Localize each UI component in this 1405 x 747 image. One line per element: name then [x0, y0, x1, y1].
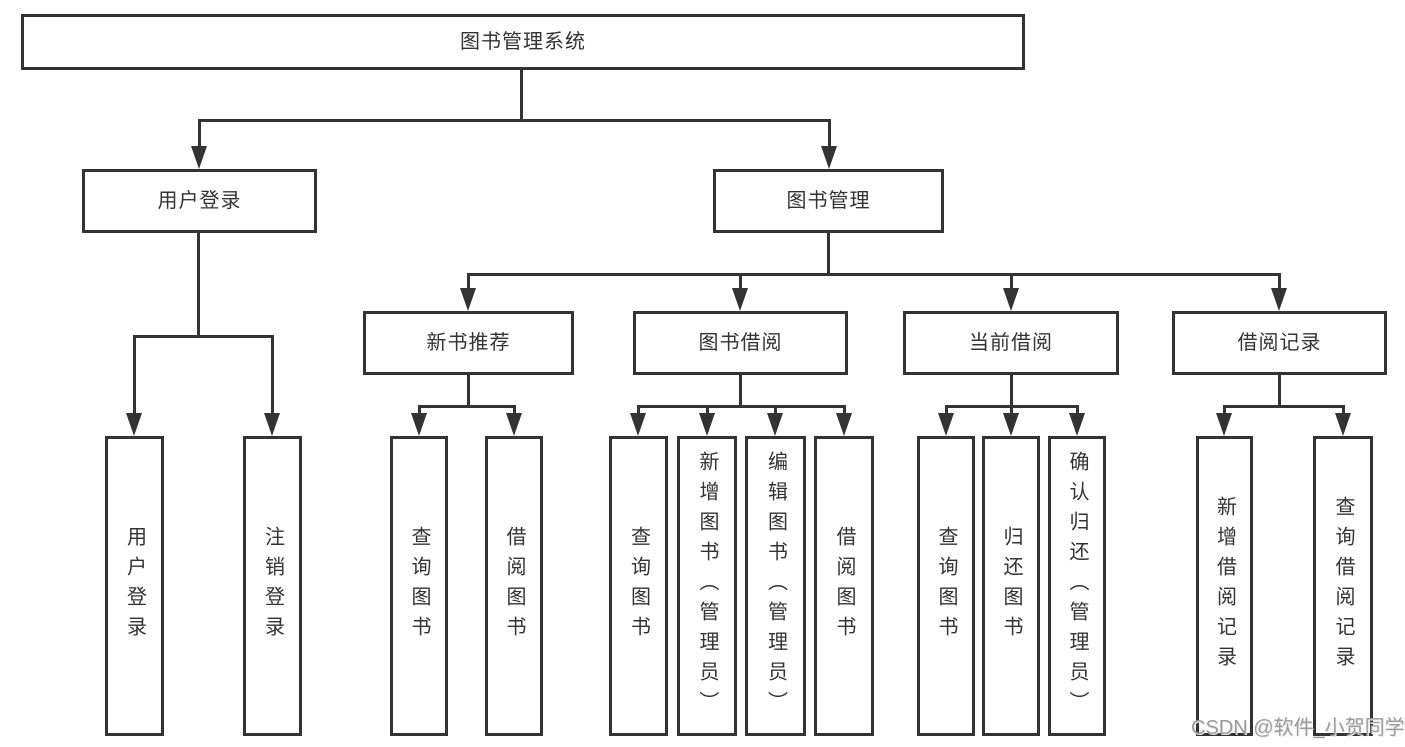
leaf-add-borrow-record: 新增借阅记录: [1196, 436, 1253, 736]
connector-drop: [467, 273, 470, 290]
node-label: 借阅图书: [833, 526, 855, 646]
arrow-down: [1216, 413, 1232, 436]
connector-drop: [774, 405, 777, 415]
connector-bar: [637, 405, 845, 408]
connector-stem: [739, 375, 742, 407]
connector-bar: [418, 405, 515, 408]
node-new-book-recommend: 新书推荐: [363, 311, 574, 375]
leaf-borrow-books-2: 借阅图书: [814, 436, 874, 736]
connector-drop: [1342, 405, 1345, 415]
leaf-query-books-1: 查询图书: [390, 436, 448, 736]
node-label: 图书管理: [786, 190, 871, 212]
connector-drop: [945, 405, 948, 415]
leaf-confirm-return-admin: 确认归还（管理员）: [1048, 436, 1106, 736]
arrow-down: [767, 413, 783, 436]
connector-drop: [637, 405, 640, 415]
arrow-down: [1003, 413, 1019, 436]
connector-stem: [520, 70, 523, 121]
connector-drop: [133, 335, 136, 415]
connector-drop: [1076, 405, 1079, 415]
leaf-query-books-2: 查询图书: [609, 436, 668, 736]
node-label: 图书管理系统: [460, 31, 586, 53]
connector-drop: [1278, 273, 1281, 290]
connector-drop: [1010, 405, 1013, 415]
arrow-down: [1335, 413, 1351, 436]
leaf-borrow-books-1: 借阅图书: [485, 436, 543, 736]
node-current-borrowing: 当前借阅: [903, 311, 1119, 375]
node-label: 借阅图书: [503, 526, 525, 646]
node-label: 用户登录: [123, 526, 146, 646]
arrow-down: [1069, 413, 1085, 436]
connector-drop: [271, 335, 274, 415]
arrow-down: [506, 413, 522, 436]
node-label: 新书推荐: [426, 332, 511, 354]
connector-drop: [706, 405, 709, 415]
arrow-down: [836, 413, 852, 436]
node-label: 新增图书（管理员）: [696, 451, 718, 721]
arrow-down: [630, 413, 646, 436]
leaf-query-borrow-record: 查询借阅记录: [1313, 436, 1373, 736]
leaf-edit-books-admin: 编辑图书（管理员）: [745, 436, 806, 736]
node-label: 新增借阅记录: [1213, 496, 1236, 676]
connector-stem: [1278, 375, 1281, 407]
node-book-management: 图书管理: [713, 169, 944, 233]
arrow-down: [126, 413, 142, 436]
node-label: 编辑图书（管理员）: [764, 451, 787, 721]
node-label: 借阅记录: [1237, 332, 1322, 354]
node-label: 当前借阅: [969, 332, 1053, 354]
node-label: 用户登录: [157, 190, 242, 212]
leaf-return-books: 归还图书: [982, 436, 1040, 736]
leaf-user-login: 用户登录: [105, 436, 164, 736]
node-label: 图书借阅: [698, 332, 783, 354]
arrow-down: [732, 288, 748, 311]
arrow-down: [821, 146, 837, 169]
connector-stem: [467, 375, 470, 407]
node-label: 归还图书: [1000, 526, 1022, 646]
connector-drop: [418, 405, 421, 415]
node-label: 查询图书: [627, 526, 650, 646]
node-label: 查询图书: [408, 526, 430, 646]
node-label: 查询借阅记录: [1332, 496, 1354, 676]
connector-bar: [198, 119, 831, 122]
connector-drop: [198, 119, 201, 148]
connector-bar: [1223, 405, 1344, 408]
csdn-watermark: CSDN @软件_小贺同学: [1191, 717, 1405, 739]
connector-drop: [1010, 273, 1013, 290]
connector-drop: [828, 119, 831, 148]
connector-drop: [1223, 405, 1226, 415]
leaf-query-books-3: 查询图书: [917, 436, 975, 736]
arrow-down: [699, 413, 715, 436]
node-library-management-system: 图书管理系统: [21, 14, 1025, 70]
arrow-down: [1003, 288, 1019, 311]
arrow-down: [460, 288, 476, 311]
connector-drop: [739, 273, 742, 290]
node-borrowing-records: 借阅记录: [1172, 311, 1387, 375]
leaf-add-books-admin: 新增图书（管理员）: [677, 436, 737, 736]
arrow-down: [938, 413, 954, 436]
arrow-down: [191, 146, 207, 169]
connector-stem: [1010, 375, 1013, 407]
node-book-borrowing: 图书借阅: [633, 311, 848, 375]
node-label: 确认归还（管理员）: [1066, 451, 1088, 721]
connector-stem: [827, 233, 830, 275]
arrow-down: [264, 413, 280, 436]
arrow-down: [1271, 288, 1287, 311]
connector-bar: [133, 335, 273, 338]
connector-bar: [467, 273, 1281, 276]
leaf-logout: 注销登录: [243, 436, 302, 736]
connector-drop: [843, 405, 846, 415]
node-user-login: 用户登录: [82, 169, 317, 233]
arrow-down: [411, 413, 427, 436]
connector-drop: [513, 405, 516, 415]
connector-stem: [197, 233, 200, 337]
node-label: 注销登录: [261, 526, 284, 646]
node-label: 查询图书: [935, 526, 957, 646]
